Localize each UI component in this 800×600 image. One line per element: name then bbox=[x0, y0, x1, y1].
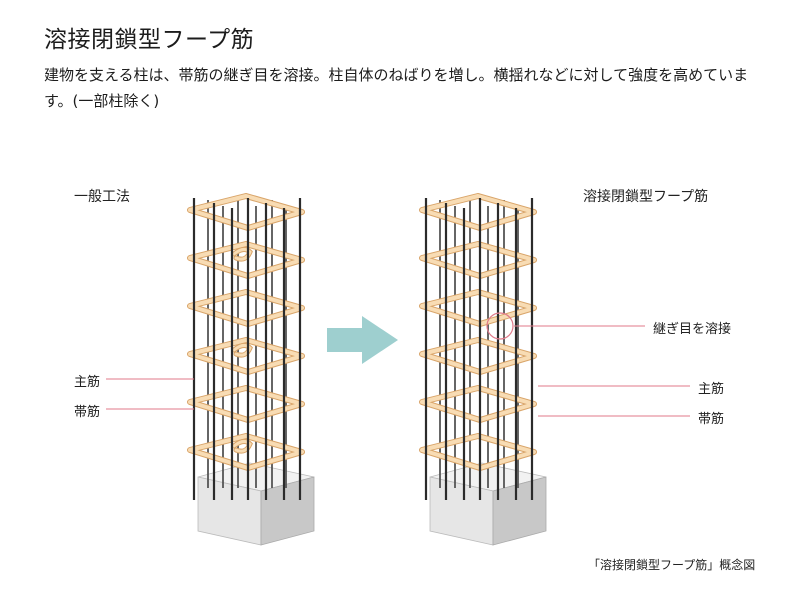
hoop bbox=[188, 386, 304, 422]
hoop bbox=[420, 434, 536, 470]
weld-highlight-circle bbox=[486, 312, 514, 340]
hoop bbox=[420, 242, 536, 278]
hoop bbox=[188, 290, 304, 326]
hoop bbox=[188, 242, 304, 278]
conventional-column-illustration bbox=[187, 193, 315, 546]
left-main-bar-label: 主筋 bbox=[74, 375, 101, 390]
hoop bbox=[420, 194, 536, 230]
welded-hoop-column-illustration bbox=[419, 193, 547, 546]
right-main-bar-label: 主筋 bbox=[698, 382, 725, 397]
hoop bbox=[420, 386, 536, 422]
hoop bbox=[188, 338, 304, 374]
hoop bbox=[420, 290, 536, 326]
right-arrow-icon bbox=[327, 316, 398, 364]
hoop bbox=[188, 434, 304, 470]
hoop bbox=[188, 194, 304, 230]
left-column-heading: 一般工法 bbox=[74, 189, 130, 205]
left-hoop-label: 帯筋 bbox=[74, 405, 101, 420]
hoop-hook bbox=[232, 439, 252, 453]
description-text: 建物を支える柱は、帯筋の継ぎ目を溶接。柱自体のねばりを増し。横揺れなどに対して強… bbox=[44, 66, 749, 110]
right-column-heading: 溶接閉鎖型フープ筋 bbox=[583, 189, 709, 205]
figure-caption: 「溶接閉鎖型フープ筋」概念図 bbox=[588, 558, 756, 572]
hoop-hook bbox=[232, 247, 252, 261]
hoop-hook bbox=[232, 343, 252, 357]
page-title: 溶接閉鎖型フープ筋 bbox=[44, 27, 255, 53]
right-hoop-label: 帯筋 bbox=[698, 412, 725, 427]
right-weld-label: 継ぎ目を溶接 bbox=[653, 322, 732, 337]
hoop bbox=[420, 338, 536, 374]
